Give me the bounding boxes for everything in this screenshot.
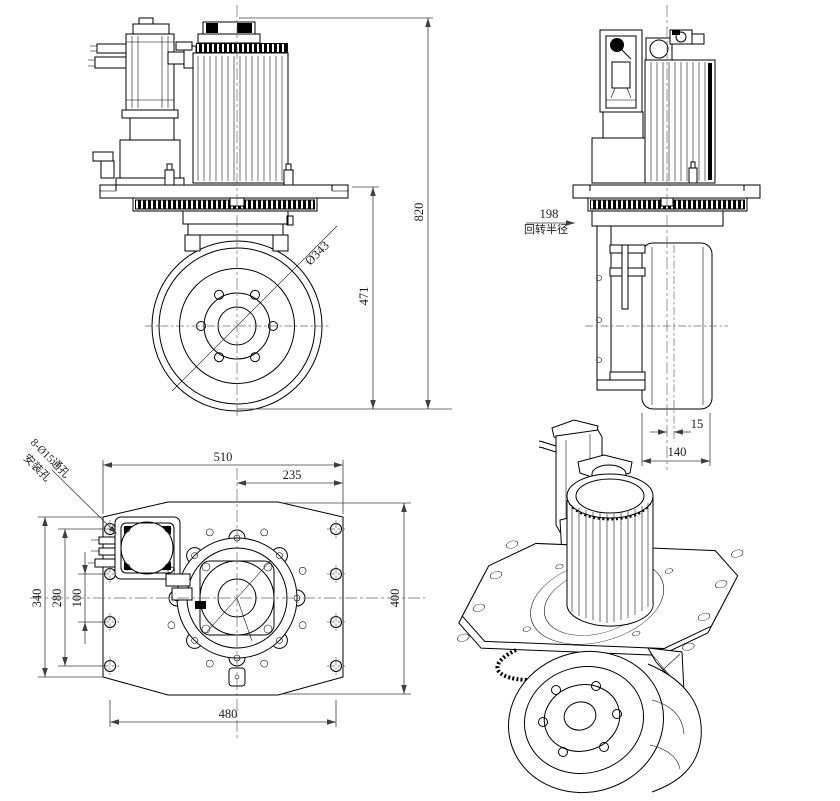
diameter-leader-line [171,225,338,392]
iso-wheel [508,650,702,794]
side-drive-motor [644,29,716,184]
bottom-view: 510 235 400 340 280 [21,436,425,738]
isometric-view [457,419,744,794]
bottom-connector-pins [88,536,116,568]
front-drive-motor [164,21,294,186]
front-steering-motor [88,17,185,186]
dim-140: 140 [668,445,687,459]
side-swivel-housing [591,210,724,227]
front-swivel-housing [182,210,294,252]
dim-wheel-diameter: Ø343 [302,238,332,268]
front-mounting-plate [99,184,349,199]
front-gear-ring [132,197,318,212]
side-fork-bracket [596,225,646,391]
dim-480: 480 [219,707,238,721]
side-view: 198 回转半径 15 140 [524,5,761,470]
side-dimensions: 198 回转半径 15 140 [524,207,711,466]
front-view: 820 471 Ø343 [88,5,452,418]
side-steering-motor [591,29,649,184]
dim-15: 15 [691,417,704,431]
mounting-note: 8-Ø15通孔 安装孔 [21,436,117,534]
dim-510: 510 [214,450,233,464]
turning-radius-caption: 回转半径 [524,222,568,236]
dim-820: 820 [412,203,426,222]
dim-471: 471 [357,287,371,306]
iso-drive-motor [566,454,654,627]
dim-198: 198 [540,207,559,221]
side-gear-ring [587,197,748,212]
connector-pins [88,43,127,179]
side-mounting-plate [572,184,761,199]
bottom-steering-motor [88,516,181,580]
dim-235: 235 [283,468,302,482]
